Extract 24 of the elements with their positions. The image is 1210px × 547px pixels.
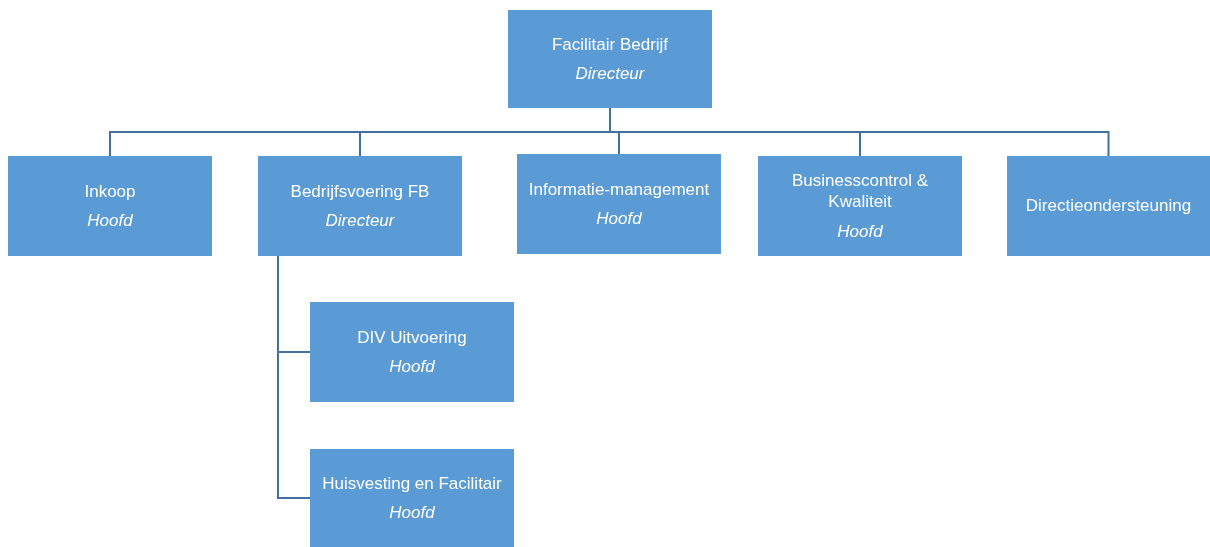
role-title: Hoofd (596, 208, 642, 230)
unit-name: Directieondersteuning (1025, 195, 1192, 217)
org-box (758, 156, 962, 256)
org-box (310, 449, 514, 547)
unit-name: DIV Uitvoering (357, 326, 467, 348)
role-title: Directeur (575, 63, 645, 85)
unit-name: Informatie-management (528, 178, 710, 200)
unit-name: Businesscontrol & Kwaliteit (790, 170, 930, 213)
org-box (310, 302, 514, 402)
org-box (508, 10, 712, 108)
org-box (1007, 156, 1210, 256)
unit-name: Huisvesting en Facilitair (322, 472, 502, 494)
org-box (8, 156, 212, 256)
role-title: Hoofd (837, 220, 883, 242)
unit-name: Bedrijfsvoering FB (290, 180, 430, 202)
unit-name: Facilitair Bedrijf (551, 33, 669, 55)
role-title: Directeur (325, 210, 395, 232)
role-title: Hoofd (389, 356, 435, 378)
unit-name: Inkoop (84, 180, 136, 202)
role-title: Hoofd (87, 210, 133, 232)
org-box (517, 154, 721, 254)
connector-line (277, 255, 311, 499)
role-title: Hoofd (389, 502, 435, 524)
org-box (258, 156, 462, 256)
